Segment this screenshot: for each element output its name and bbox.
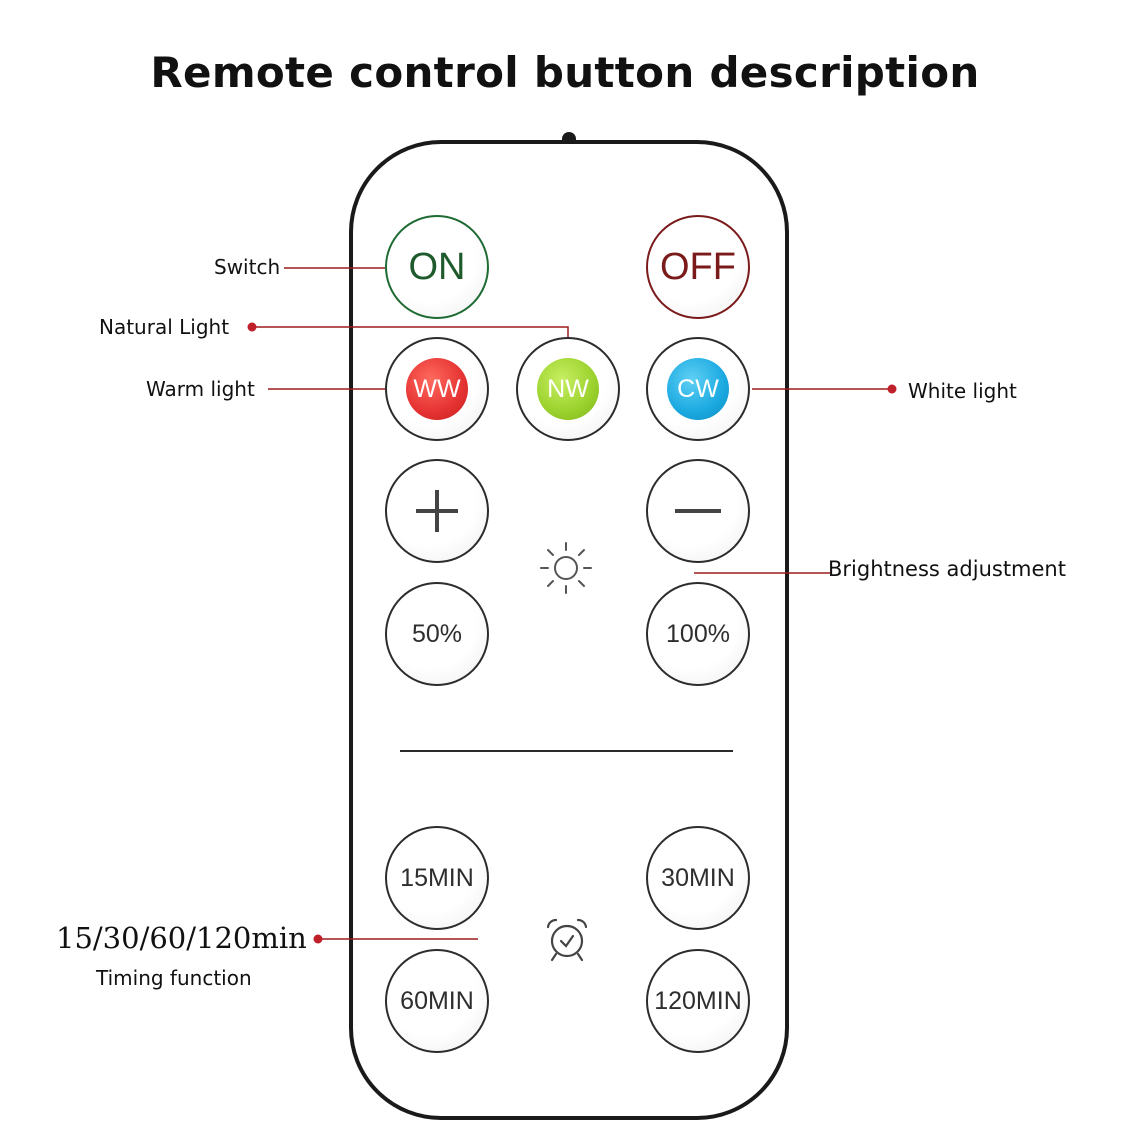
white-light-label: White light [908,379,1017,403]
timer-120min-button[interactable]: 120MIN [646,949,750,1053]
plus-icon [416,490,458,532]
sun-icon [540,542,592,594]
natural-white-label: NW [537,358,599,420]
switch-label: Switch [214,255,281,279]
timing-values-label: 15/30/60/120min [56,921,307,955]
cool-white-button[interactable]: CW [646,337,750,441]
white-light-marker [887,384,897,394]
timer-60min-button[interactable]: 60MIN [385,949,489,1053]
brightness-minus-button[interactable] [646,459,750,563]
warm-white-label: WW [406,358,468,420]
timing-marker [313,934,323,944]
warm-white-button[interactable]: WW [385,337,489,441]
brightness-adjustment-label: Brightness adjustment [828,557,1066,581]
on-button[interactable]: ON [385,215,489,319]
page-title: Remote control button description [150,48,980,97]
warm-light-label: Warm light [146,377,255,401]
cool-white-label: CW [667,358,729,420]
brightness-50-button[interactable]: 50% [385,582,489,686]
natural-white-button[interactable]: NW [516,337,620,441]
alarm-clock-icon [546,918,588,962]
minus-icon [675,509,721,513]
brightness-plus-button[interactable] [385,459,489,563]
timing-function-label: Timing function [96,966,252,990]
natural-light-label: Natural Light [99,315,230,339]
brightness-100-button[interactable]: 100% [646,582,750,686]
natural-light-marker [247,322,257,332]
remote-top-nub [562,132,576,142]
timer-15min-button[interactable]: 15MIN [385,826,489,930]
off-button[interactable]: OFF [646,215,750,319]
timer-30min-button[interactable]: 30MIN [646,826,750,930]
